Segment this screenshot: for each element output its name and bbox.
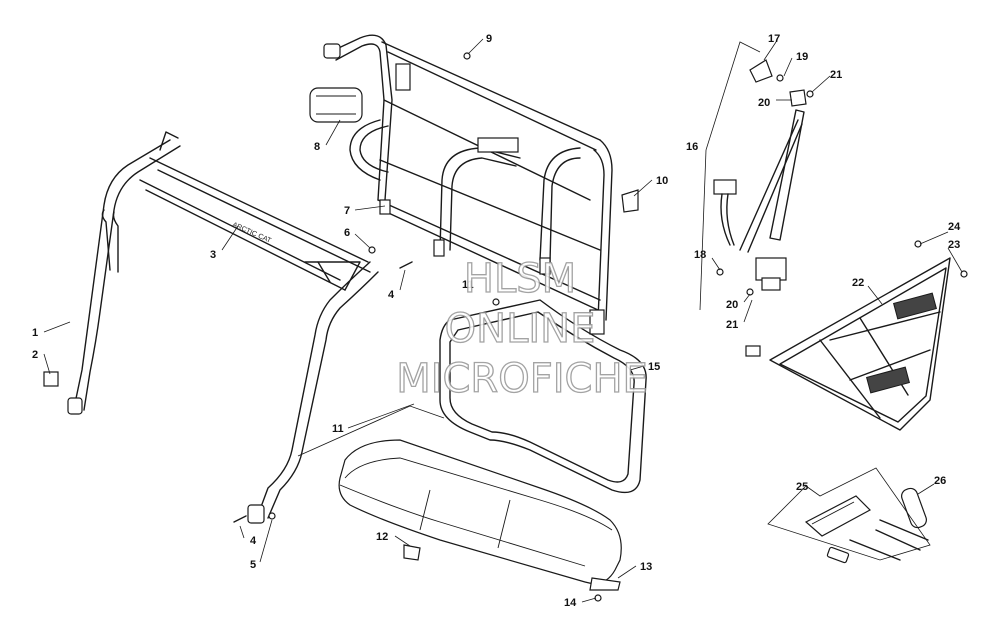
callout-11: 11 xyxy=(332,423,344,435)
rear-rops-frame[interactable] xyxy=(323,34,613,335)
mount-bracket[interactable] xyxy=(621,189,639,213)
fasteners xyxy=(233,52,968,602)
front-rops-frame[interactable]: ARCTIC CAT xyxy=(67,131,379,524)
callout-24: 24 xyxy=(948,221,961,233)
seat-bracket-right[interactable] xyxy=(589,577,621,591)
watermark-line-1: HLSM xyxy=(464,256,576,302)
callout-13: 13 xyxy=(640,561,652,573)
watermark-line-3: MICROFICHE xyxy=(396,356,648,402)
callout-9: 9 xyxy=(486,33,492,45)
rear-panel-net[interactable] xyxy=(745,257,951,431)
callout-11: 11 xyxy=(462,279,474,291)
callout-21: 21 xyxy=(830,69,842,81)
seat-bracket-left[interactable] xyxy=(403,544,421,561)
callout-17: 17 xyxy=(768,33,780,45)
callout-23: 23 xyxy=(948,239,960,251)
callout-12: 12 xyxy=(376,531,388,543)
callout-4: 4 xyxy=(388,289,395,301)
callout-5: 5 xyxy=(250,559,256,571)
headrest-pad[interactable] xyxy=(309,87,363,123)
callout-18: 18 xyxy=(694,249,706,261)
tool-kit[interactable] xyxy=(804,486,929,564)
callout-14: 14 xyxy=(564,597,577,609)
callout-20: 20 xyxy=(726,299,738,311)
leader-lines xyxy=(43,38,963,603)
callout-4: 4 xyxy=(250,535,257,547)
callout-6: 6 xyxy=(344,227,350,239)
seat-belt-assembly[interactable] xyxy=(713,59,807,291)
seat-back[interactable] xyxy=(439,299,647,494)
callout-22: 22 xyxy=(852,277,864,289)
callout-16: 16 xyxy=(686,141,698,153)
watermark-line-2: ONLINE xyxy=(445,306,596,352)
callout-15: 15 xyxy=(648,361,660,373)
callout-10: 10 xyxy=(656,175,668,187)
watermark: HLSM ONLINE MICROFICHE xyxy=(396,255,649,402)
callout-20: 20 xyxy=(758,97,770,109)
arctic-cat-marking: ARCTIC CAT xyxy=(231,221,272,245)
callout-3: 3 xyxy=(210,249,216,261)
callout-25: 25 xyxy=(796,481,808,493)
callout-8: 8 xyxy=(314,141,320,153)
callout-19: 19 xyxy=(796,51,808,63)
seat-cushion[interactable] xyxy=(338,439,622,585)
callout-1: 1 xyxy=(32,327,38,339)
callout-26: 26 xyxy=(934,475,946,487)
callout-labels: 1 2 3 4 4 5 6 7 8 9 10 11 11 12 13 14 15… xyxy=(32,33,961,609)
decal-part[interactable] xyxy=(43,371,59,387)
callout-21: 21 xyxy=(726,319,738,331)
callout-7: 7 xyxy=(344,205,350,217)
callout-2: 2 xyxy=(32,349,38,361)
